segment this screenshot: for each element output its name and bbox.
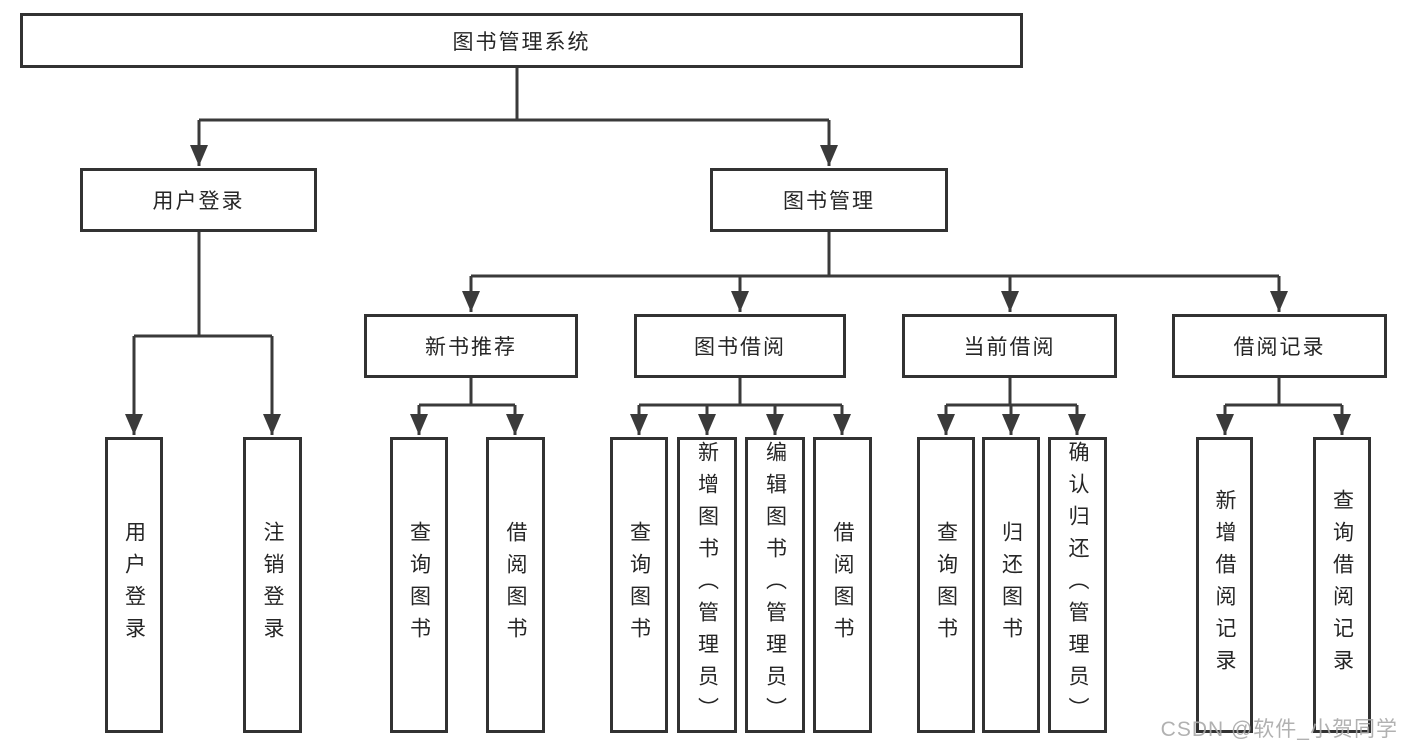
leaf-query-book-borrowing: 查询图书 bbox=[610, 437, 668, 733]
node-label: 查询借阅记录 bbox=[1330, 489, 1354, 681]
node-new-book-recommend: 新书推荐 bbox=[364, 314, 578, 378]
node-label: 用户登录 bbox=[152, 190, 245, 213]
node-book-management: 图书管理 bbox=[710, 168, 948, 232]
node-label: 查询图书 bbox=[627, 521, 651, 649]
leaf-query-book-recommend: 查询图书 bbox=[390, 437, 448, 733]
node-label: 借阅记录 bbox=[1233, 336, 1326, 359]
leaf-borrow-book: 借阅图书 bbox=[813, 437, 872, 733]
node-label: 用户登录 bbox=[122, 521, 146, 649]
node-label: 当前借阅 bbox=[963, 336, 1056, 359]
node-borrowing-records: 借阅记录 bbox=[1172, 314, 1387, 378]
node-label: 图书借阅 bbox=[694, 336, 786, 359]
csdn-watermark: CSDN @软件_小贺同学 bbox=[1160, 718, 1398, 741]
leaf-add-borrow-record: 新增借阅记录 bbox=[1196, 437, 1253, 733]
leaf-add-book-admin: 新增图书（管理员） bbox=[677, 437, 737, 733]
node-label: 新增图书（管理员） bbox=[695, 441, 719, 729]
leaf-query-book-current: 查询图书 bbox=[917, 437, 975, 733]
node-label: 编辑图书（管理员） bbox=[763, 441, 787, 729]
node-current-borrowing: 当前借阅 bbox=[902, 314, 1117, 378]
leaf-user-login: 用户登录 bbox=[105, 437, 163, 733]
node-label: 确认归还（管理员） bbox=[1066, 441, 1089, 729]
node-label: 新书推荐 bbox=[425, 336, 517, 359]
leaf-return-book: 归还图书 bbox=[982, 437, 1040, 733]
node-user-login: 用户登录 bbox=[80, 168, 317, 232]
node-library-system: 图书管理系统 bbox=[20, 13, 1023, 68]
node-label: 借阅图书 bbox=[504, 521, 527, 649]
node-label: 注销登录 bbox=[261, 521, 284, 649]
node-label: 归还图书 bbox=[999, 521, 1023, 649]
leaf-borrow-book-recommend: 借阅图书 bbox=[486, 437, 545, 733]
node-label: 查询图书 bbox=[407, 521, 431, 649]
node-label: 查询图书 bbox=[934, 521, 958, 649]
leaf-logout-login: 注销登录 bbox=[243, 437, 302, 733]
node-book-borrowing: 图书借阅 bbox=[634, 314, 846, 378]
node-label: 图书管理系统 bbox=[452, 30, 591, 54]
leaf-edit-book-admin: 编辑图书（管理员） bbox=[745, 437, 805, 733]
leaf-confirm-return-admin: 确认归还（管理员） bbox=[1048, 437, 1107, 733]
node-label: 新增借阅记录 bbox=[1213, 489, 1236, 681]
leaf-query-borrow-record: 查询借阅记录 bbox=[1313, 437, 1371, 733]
node-label: 借阅图书 bbox=[831, 521, 854, 649]
node-label: 图书管理 bbox=[783, 190, 875, 213]
